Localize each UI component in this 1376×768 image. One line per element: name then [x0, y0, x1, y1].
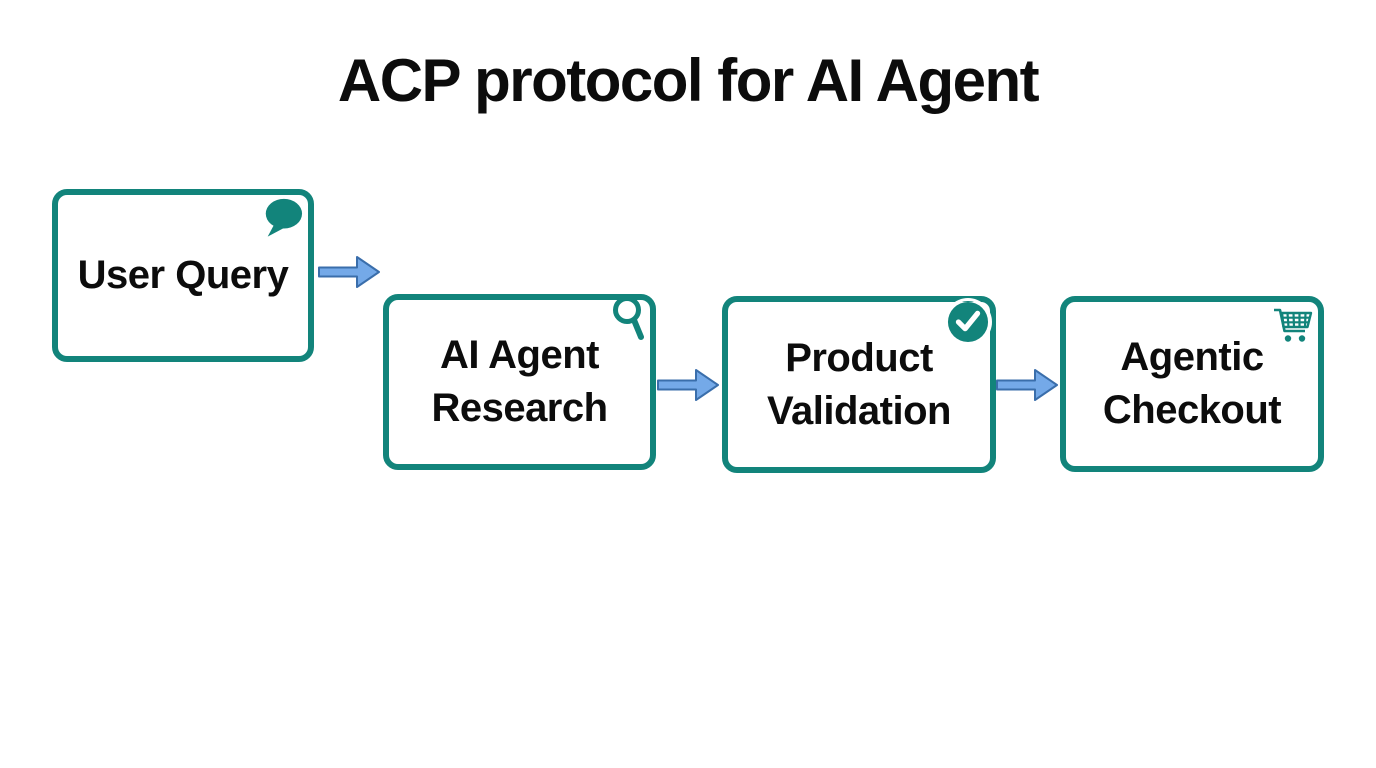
flow-arrow-icon: [657, 369, 719, 401]
step-label: Product Validation: [767, 335, 951, 433]
flow-arrow-icon: [318, 256, 380, 288]
flow-arrow-icon: [996, 369, 1058, 401]
diagram-title: ACP protocol for AI Agent: [337, 47, 1040, 114]
step-label: User Query: [77, 253, 289, 298]
step-label: AI Agent Research: [431, 333, 608, 430]
search-icon: [613, 296, 644, 340]
check-circle-icon: [947, 301, 989, 343]
shopping-cart-icon: [1274, 308, 1313, 342]
step-ai-agent-research: AI Agent Research: [383, 294, 656, 470]
step-agentic-checkout: Agentic Checkout: [1060, 296, 1324, 472]
step-label: Agentic Checkout: [1102, 335, 1282, 432]
speech-bubble-icon: [265, 198, 303, 237]
